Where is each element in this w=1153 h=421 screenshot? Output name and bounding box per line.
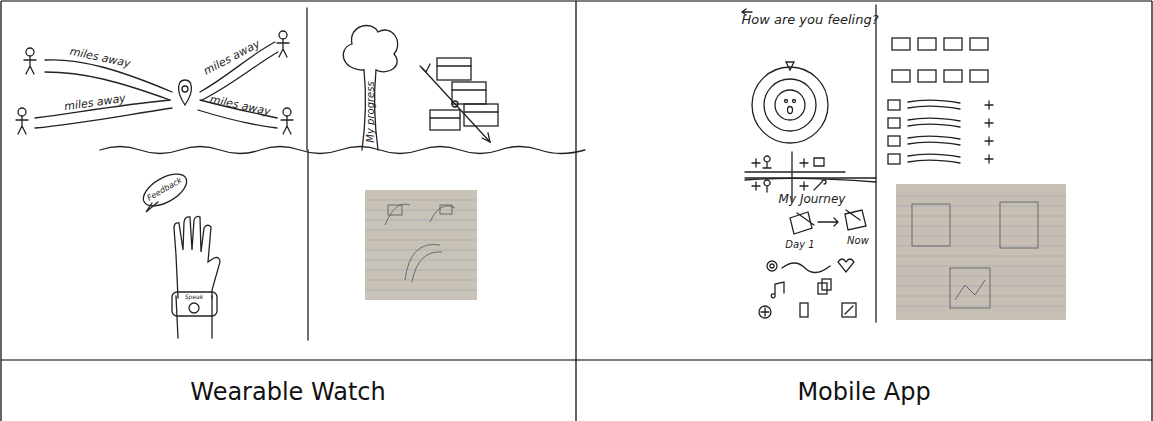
wavy-divider: [100, 147, 585, 154]
mood-dial: [752, 67, 828, 143]
watch-sketch: [16, 8, 585, 340]
road-label: miles away: [64, 93, 127, 114]
music-icon: [771, 282, 784, 298]
timeline-label: Day 1: [785, 239, 814, 250]
watch: [172, 292, 217, 316]
timeline-label: Now: [847, 235, 869, 246]
paper-photo: [896, 184, 1066, 320]
caption: Mobile App: [797, 379, 930, 405]
gear-icon: [767, 261, 777, 271]
bubble-text: Feedback: [146, 177, 184, 204]
tree-trunk: [362, 70, 378, 150]
section-heading: My Journey: [779, 193, 846, 206]
card-grid: [892, 38, 988, 82]
journal-icon: [790, 212, 814, 234]
location-pin: [179, 80, 192, 105]
scribble: [782, 263, 830, 273]
timeline-arrow: [422, 68, 490, 142]
list-rows: [888, 100, 993, 164]
add-icon: [761, 308, 769, 316]
caption: Wearable Watch: [190, 379, 385, 405]
watch-text: Speak: [185, 294, 203, 301]
tree-label: My progress: [365, 81, 376, 142]
prompt-text: How are you feeling?: [741, 13, 878, 27]
stick-figure: [16, 31, 293, 134]
tree-crown: [343, 26, 397, 72]
heart-icon: [838, 259, 854, 272]
speech-bubble: [138, 168, 192, 213]
road-label: miles away: [209, 94, 272, 119]
hand: [174, 216, 220, 298]
paper-photo: [365, 190, 477, 300]
road-label: miles away: [202, 38, 262, 78]
